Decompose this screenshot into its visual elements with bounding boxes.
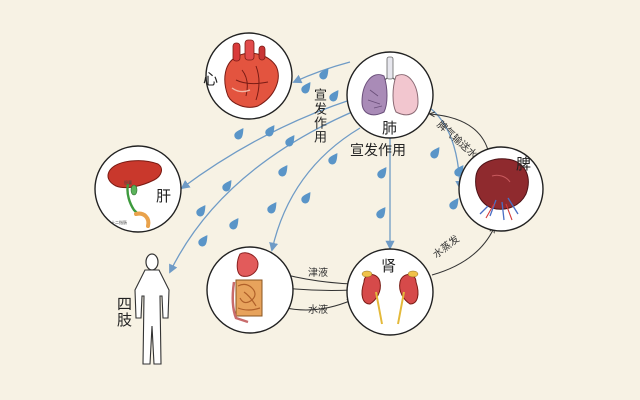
kidney-label: 肾 [381, 257, 397, 275]
droplet [328, 153, 338, 165]
dispersal-label-vertical: 宣发作用 [311, 88, 326, 144]
duodenum-label: 十二指肠 [111, 220, 127, 225]
kidney-node [346, 248, 434, 336]
droplet [285, 135, 295, 147]
human-figure [134, 253, 170, 365]
droplet [267, 202, 277, 214]
droplet [198, 235, 208, 247]
arrow-lung-to-stomach [269, 127, 361, 252]
droplet [430, 147, 440, 159]
droplet [376, 207, 386, 219]
droplet [329, 90, 339, 102]
water-fluid-label: 水液 [308, 305, 328, 316]
arrow-kidney-to-spleen [431, 228, 494, 276]
heart-illustration [224, 39, 279, 108]
droplet [377, 167, 387, 179]
droplet [278, 165, 288, 177]
arrow-spleen-to-lung [430, 114, 489, 151]
droplet [449, 198, 459, 210]
arrow-lung-to-limbs [169, 111, 353, 274]
gallbladder-label: 胆囊 [124, 180, 132, 185]
dispersal-label-horizontal: 宣发作用 [350, 143, 406, 159]
water-droplets [196, 68, 464, 279]
arrow-lung-to-heart [292, 61, 351, 84]
spleen-label: 脾 [516, 155, 532, 173]
droplet [265, 125, 275, 137]
droplet [319, 68, 329, 80]
kidney-illustration [361, 270, 419, 325]
digestive-illustration [231, 252, 263, 324]
droplet [301, 82, 311, 94]
droplet [196, 205, 206, 217]
droplet [454, 165, 464, 177]
droplet [222, 180, 232, 192]
arrow-lung-to-spleen [429, 107, 465, 190]
lung-illustration [361, 56, 419, 116]
droplet [234, 128, 244, 140]
liver-label: 肝 [156, 187, 172, 205]
liver-node [94, 145, 182, 233]
lung-label: 肺 [382, 119, 398, 137]
limbs-label: 四肢 [115, 296, 133, 328]
spleen-illustration [475, 158, 529, 221]
liver-illustration [107, 160, 162, 228]
spleen-node [458, 146, 544, 232]
lung-node [346, 51, 434, 139]
heart-node [205, 32, 293, 120]
droplet [301, 192, 311, 204]
heart-label: 心 [203, 70, 219, 88]
droplet [229, 218, 239, 230]
digestive-node [206, 246, 294, 334]
body-fluid-label: 津液 [308, 268, 328, 279]
arrow-lung-to-liver [180, 99, 351, 190]
